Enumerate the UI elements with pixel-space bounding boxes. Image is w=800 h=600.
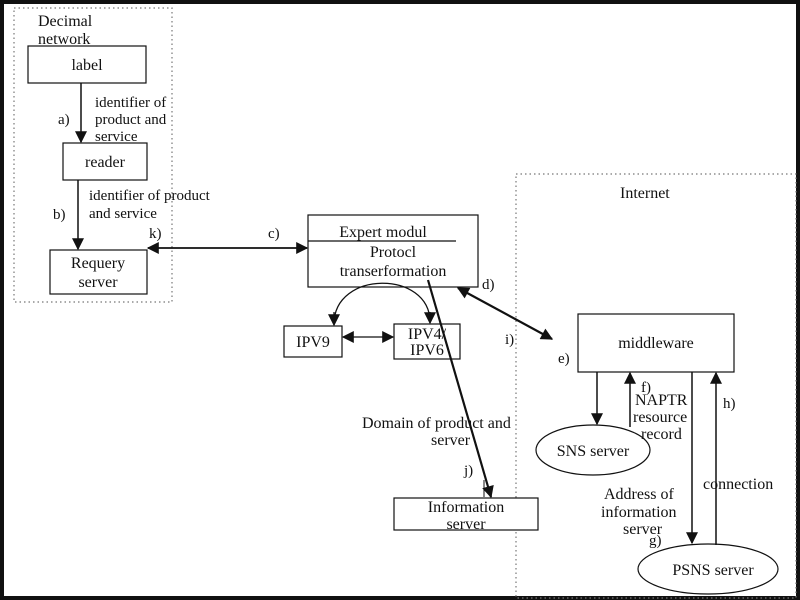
edge-label-c: c) <box>268 226 280 242</box>
edge-label-i: i) <box>505 332 514 348</box>
edge-d-i-expert-middleware <box>456 287 554 340</box>
edge-b-desc-line1: identifier of product <box>89 188 211 204</box>
internet-region <box>515 173 797 599</box>
node-sns-server[interactable]: SNS server <box>535 424 651 476</box>
edge-f-desc-line2: resource <box>633 409 687 426</box>
node-ipv9-text: IPV9 <box>296 334 330 351</box>
edge-g-desc-line1: Address of <box>604 486 674 503</box>
node-information-server-line1: Information <box>428 499 504 516</box>
edge-j-desc-line1: Domain of product and <box>362 415 511 432</box>
edge-f-desc-line3: record <box>641 426 682 443</box>
internet-label: Internet <box>620 185 670 202</box>
edge-j-expert-to-info <box>426 279 494 499</box>
edge-label-f: f) <box>641 380 651 396</box>
decimal-network-label-line2: network <box>38 31 90 48</box>
node-requery-server-line1: Requery <box>71 255 125 272</box>
edge-g-desc-line3: server <box>623 521 663 538</box>
edge-j-desc-line2: server <box>431 432 471 449</box>
edge-label-b: b) <box>53 207 66 223</box>
edge-f-desc-line1: NAPTR <box>635 392 688 409</box>
node-middleware[interactable]: middleware <box>577 313 735 373</box>
node-reader-text: reader <box>85 154 126 171</box>
decimal-network-region <box>13 7 173 303</box>
edge-label-d: d) <box>482 277 495 293</box>
edge-label-a: a) <box>58 112 70 128</box>
node-ipv9[interactable]: IPV9 <box>283 325 343 358</box>
node-expert-module[interactable]: Expert modul Protocl transerformation <box>307 214 479 288</box>
edge-a-desc-line2: product and <box>95 112 167 128</box>
node-label[interactable]: label <box>27 45 147 84</box>
edge-g-desc-line2: information <box>601 504 677 521</box>
edge-h-desc: connection <box>703 476 773 493</box>
node-reader[interactable]: reader <box>62 142 148 181</box>
node-ipv4-ipv6-line1: IPV4/ <box>408 326 447 343</box>
node-ipv4-ipv6-line2: IPV6 <box>410 342 444 359</box>
edge-label-e: e) <box>558 351 570 367</box>
node-psns-server[interactable]: PSNS server <box>637 543 779 595</box>
edge-protocol-arc <box>333 282 431 325</box>
decimal-network-label-line1: Decimal <box>38 13 93 30</box>
node-requery-server[interactable]: Requery server <box>49 249 148 295</box>
node-middleware-text: middleware <box>618 335 694 352</box>
edge-a-desc-line3: service <box>95 129 138 145</box>
edge-label-k: k) <box>149 226 162 242</box>
edge-label-h: h) <box>723 396 736 412</box>
edge-label-j: j) <box>463 463 473 479</box>
edge-b-desc-line2: and service <box>89 206 157 222</box>
node-requery-server-line2: server <box>78 274 118 291</box>
node-psns-server-text: PSNS server <box>672 562 754 579</box>
edge-label-g: g) <box>649 533 662 549</box>
node-label-text: label <box>71 57 103 74</box>
node-expert-module-line2: transerformation <box>340 263 447 280</box>
node-expert-module-line1: Protocl <box>370 244 417 261</box>
node-information-server-line2: server <box>446 516 486 533</box>
node-information-server[interactable]: Information server <box>393 497 539 533</box>
edge-a-desc-line1: identifier of <box>95 95 166 111</box>
node-expert-module-title: Expert modul <box>339 224 427 241</box>
node-sns-server-text: SNS server <box>557 443 630 460</box>
